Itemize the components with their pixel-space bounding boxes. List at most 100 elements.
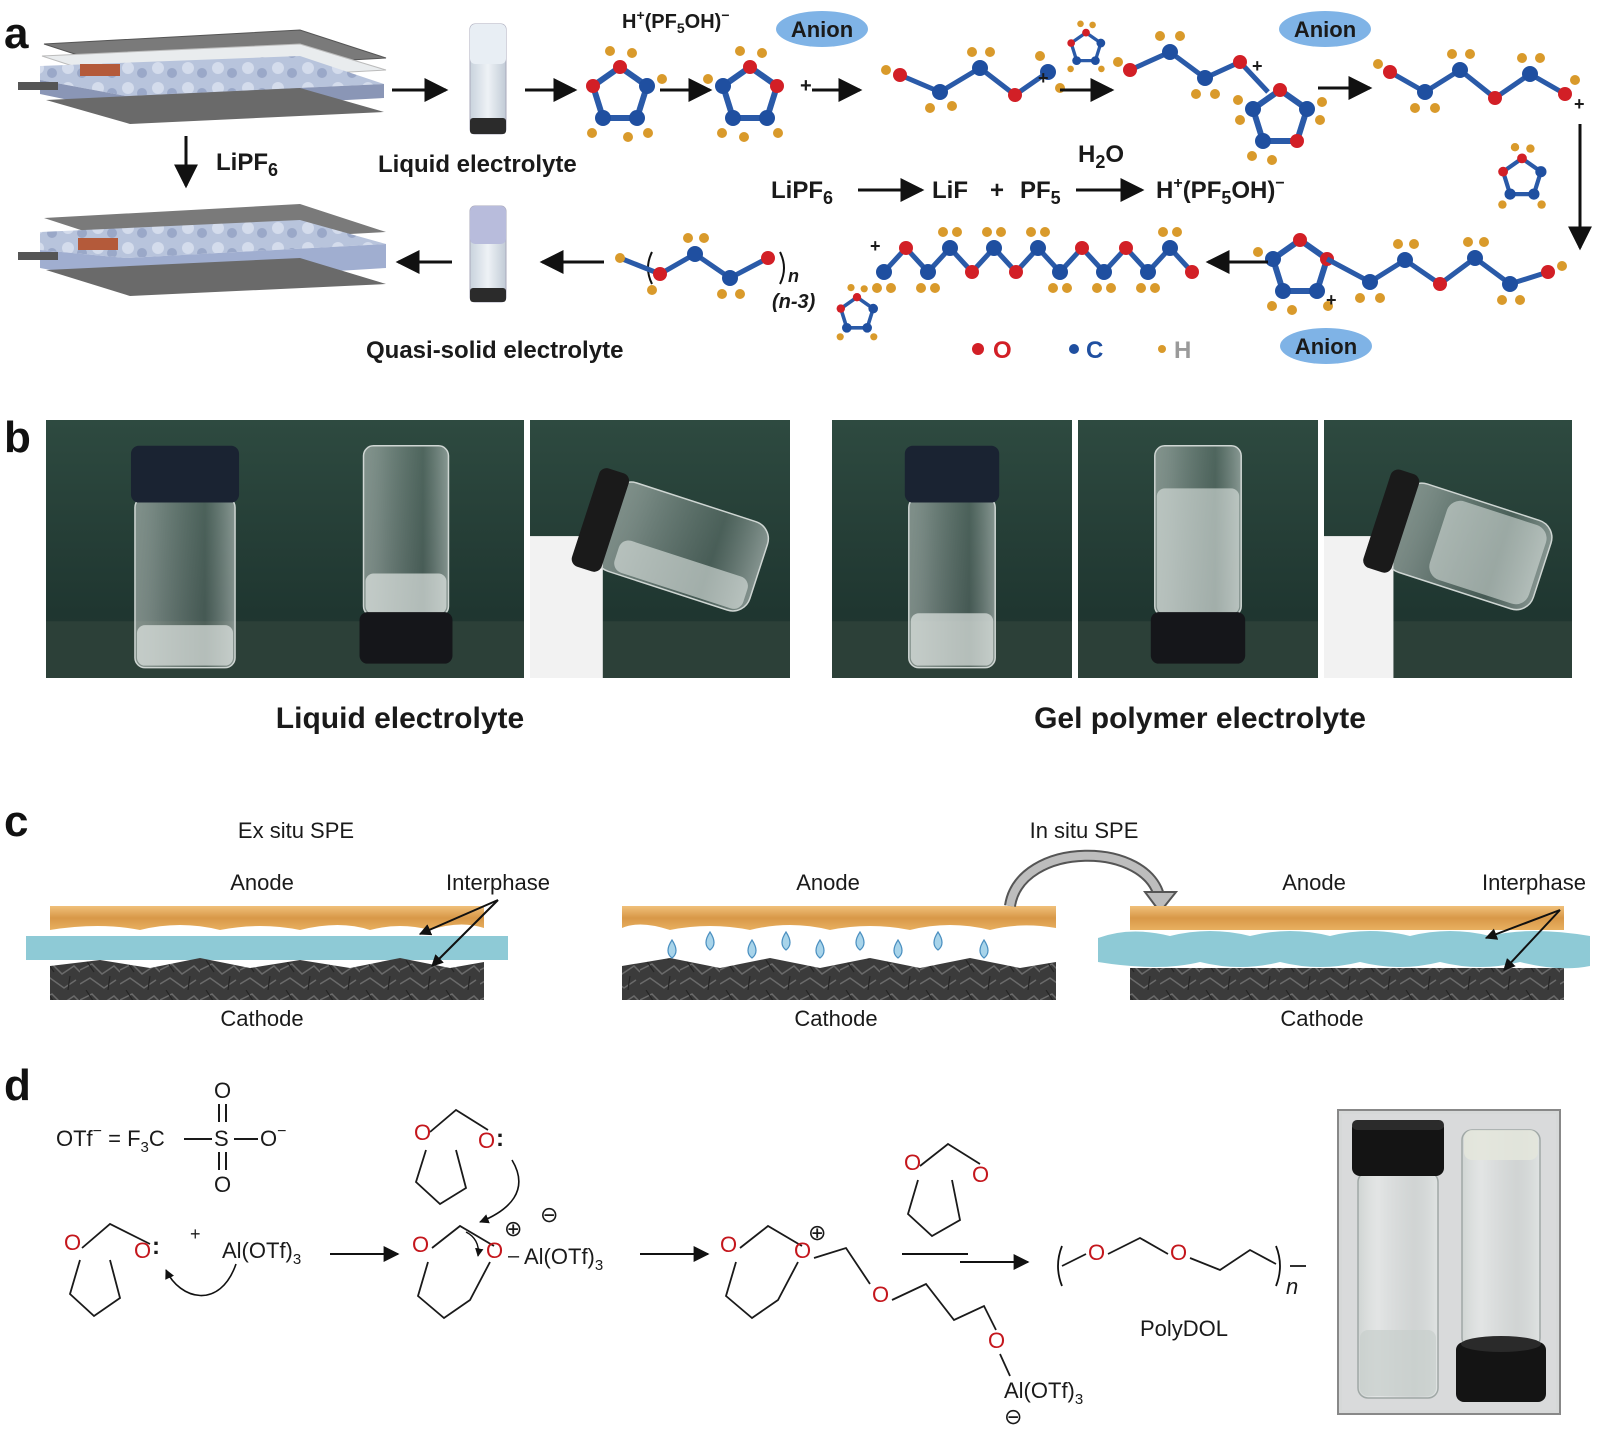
polydol-structure: O O n PolyDOL [1057, 1236, 1306, 1341]
svg-text:O: O [412, 1232, 429, 1257]
svg-text:+: + [1252, 56, 1263, 76]
dol-structure-1: O O : + Al(OTf)3 [64, 1222, 301, 1318]
vial-photo [530, 420, 790, 678]
svg-text:O: O [904, 1150, 921, 1175]
svg-text:O: O [214, 1172, 231, 1197]
panel-c: c Ex situ SPE Anode Interphase Cathode A… [4, 797, 1590, 1031]
svg-text:Anode: Anode [796, 870, 860, 895]
panel-d-label: d [4, 1061, 31, 1110]
polydol-label: PolyDOL [1140, 1316, 1228, 1341]
vial-photo [1324, 420, 1572, 678]
svg-text:Cathode: Cathode [794, 1006, 877, 1031]
svg-text:O: O [214, 1078, 231, 1103]
svg-text:O: O [478, 1128, 495, 1153]
droplet [781, 930, 791, 951]
svg-text:Interphase: Interphase [446, 870, 550, 895]
dol-structure-activated: O O ⊕ ⊖ – Al(OTf)3 [412, 1202, 603, 1320]
dol-small-1 [1067, 20, 1106, 73]
droplet [933, 930, 943, 951]
svg-text:O: O [993, 337, 1012, 364]
panel-b: b Liquid electrolyte Gel polymer electro… [4, 413, 1572, 735]
reaction-equation: H2O LiPF6 LiF + PF5 H+(PF5OH)− [771, 141, 1285, 208]
panel-a-label: a [4, 9, 29, 58]
dol-structure-monomer: O O [904, 1142, 989, 1238]
droplet [747, 938, 757, 959]
svg-text:Anode: Anode [230, 870, 294, 895]
svg-text:O: O [486, 1238, 503, 1263]
spe-layer [26, 936, 508, 960]
svg-text:Al(OTf)3: Al(OTf)3 [524, 1244, 603, 1274]
vial-photos [46, 420, 1572, 678]
polymer-repeat: n [615, 233, 799, 299]
battery-bottom [18, 204, 386, 296]
svg-text:+: + [800, 75, 812, 97]
svg-text:Cathode: Cathode [1280, 1006, 1363, 1031]
svg-text:⊕: ⊕ [504, 1216, 522, 1241]
svg-text:n: n [788, 266, 799, 286]
vial-photo [832, 420, 1072, 678]
anion-badge-3: Anion [1280, 328, 1372, 364]
droplet [667, 938, 677, 959]
quasi-solid-label: Quasi-solid electrolyte [366, 337, 623, 364]
acid-top-label: H+(PF5OH)− [622, 7, 730, 36]
dol-structure-incoming: O O : [414, 1108, 520, 1224]
svg-text:H+(PF5OH)−: H+(PF5OH)− [1156, 175, 1285, 208]
dol-small-3 [836, 284, 878, 341]
svg-text:+: + [1326, 290, 1337, 310]
svg-text:Interphase: Interphase [1482, 870, 1586, 895]
svg-text:LiF: LiF [932, 177, 968, 204]
svg-text:⊕: ⊕ [808, 1220, 826, 1245]
n-minus-3-label: (n-3) [772, 291, 816, 313]
vial-liquid [469, 23, 507, 135]
svg-text:Al(OTf)3: Al(OTf)3 [222, 1238, 301, 1268]
chain-2 [1113, 31, 1327, 165]
otf-definition: OTf− = F3C S O− O O [56, 1078, 286, 1197]
liquid-electrolyte-label: Liquid electrolyte [378, 151, 577, 178]
dol-chain-intermediate: O O ⊕ O O Al(OTf)3 ⊖ [720, 1220, 1083, 1429]
svg-text:Cathode: Cathode [220, 1006, 303, 1031]
svg-text:+: + [1574, 94, 1585, 114]
chain-1 [881, 47, 1065, 113]
svg-text:OTf− = F3C: OTf− = F3C [56, 1123, 165, 1156]
dol-ring-2 [703, 46, 784, 142]
svg-text:Anion: Anion [1294, 17, 1356, 42]
panel-b-label: b [4, 413, 31, 462]
svg-text:n: n [1286, 1274, 1298, 1299]
svg-text:+: + [1038, 68, 1049, 88]
svg-text:Ex situ SPE: Ex situ SPE [238, 818, 354, 843]
svg-text::: : [152, 1233, 160, 1260]
droplet [815, 938, 825, 959]
chain-5 [872, 227, 1199, 293]
vial-photo [1078, 420, 1318, 678]
svg-text:In situ SPE: In situ SPE [1030, 818, 1139, 843]
svg-text:+: + [190, 1224, 201, 1244]
svg-text:+: + [870, 236, 881, 256]
vial-quasi-solid [469, 205, 507, 303]
svg-text:C: C [1086, 337, 1103, 364]
anode-layer [50, 906, 484, 930]
chain-3 [1373, 49, 1580, 113]
droplet [893, 938, 903, 959]
droplet [705, 930, 715, 951]
svg-text:O: O [988, 1328, 1005, 1353]
svg-text:–: – [508, 1245, 520, 1267]
svg-text:LiPF6: LiPF6 [771, 177, 833, 208]
svg-text:O: O [414, 1120, 431, 1145]
svg-text:Anion: Anion [1295, 334, 1357, 359]
svg-text:Anode: Anode [1282, 870, 1346, 895]
panel-c-label: c [4, 797, 28, 846]
svg-text:PF5: PF5 [1020, 177, 1061, 208]
svg-text:S: S [214, 1126, 229, 1151]
svg-text::: : [496, 1125, 504, 1152]
lipf6-label: LiPF6 [216, 149, 278, 180]
vial-photo [46, 420, 324, 678]
panel-d: d OTf− = F3C S O− O O O O : + Al(OTf)3 [4, 1061, 1561, 1429]
svg-text:O−: O− [260, 1123, 286, 1151]
atom-legend: O C H [972, 337, 1191, 364]
dol-small-2 [1498, 143, 1547, 209]
svg-text:H: H [1174, 337, 1191, 364]
svg-text:O: O [794, 1238, 811, 1263]
svg-text:O: O [972, 1162, 989, 1187]
svg-text:⊖: ⊖ [1004, 1404, 1022, 1429]
svg-text:O: O [872, 1282, 889, 1307]
